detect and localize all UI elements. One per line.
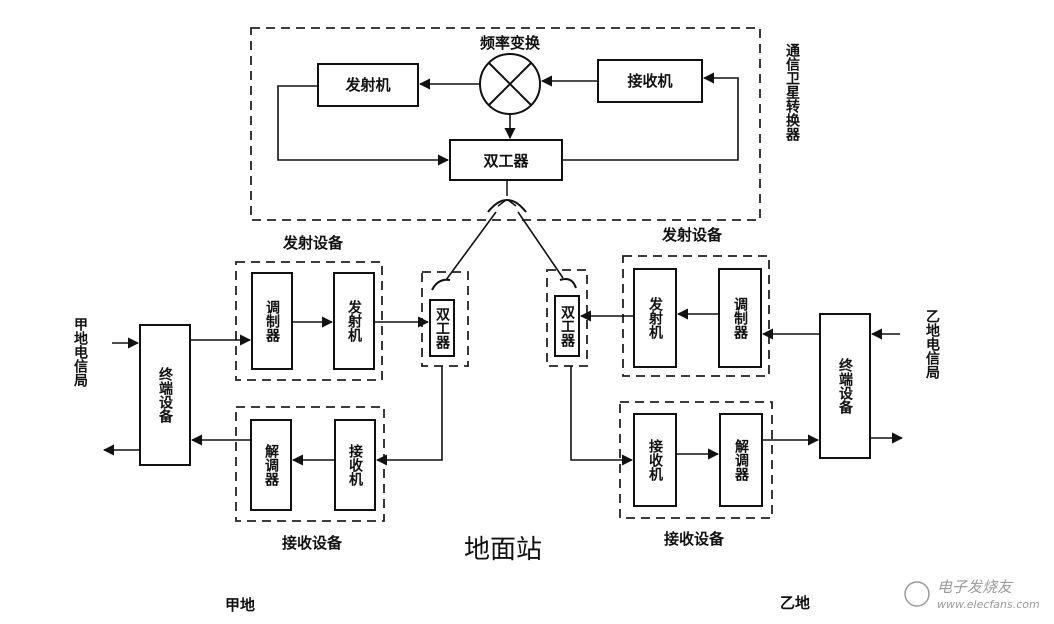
site-a-rx-group-label: 接收设备 bbox=[282, 534, 343, 552]
satellite-duplexer-box bbox=[449, 139, 563, 181]
site-b-duplexer-label: 双工器 bbox=[559, 305, 576, 348]
watermark-text: 电子发烧友 bbox=[937, 578, 1014, 596]
site-b-place-label: 乙地 bbox=[780, 594, 810, 612]
site-a-dish-icon bbox=[431, 278, 451, 291]
satellite-transmitter-box bbox=[317, 63, 419, 107]
site-a-tx-group bbox=[235, 261, 383, 381]
site-a-receiver-box bbox=[334, 419, 376, 511]
site-b-modulator-box bbox=[718, 268, 762, 368]
link-b bbox=[517, 211, 564, 279]
site-a-demodulator-label: 解调器 bbox=[263, 443, 280, 487]
site-a-duplexer-label: 双工器 bbox=[434, 307, 451, 350]
site-a-terminal-box bbox=[139, 324, 191, 466]
site-b-transmitter-box bbox=[633, 268, 677, 368]
site-a-office-label: 甲地电信局 bbox=[72, 317, 88, 388]
site-b-terminal-label: 终端设备 bbox=[837, 357, 854, 414]
site-a-transmitter-label: 发射机 bbox=[346, 299, 363, 343]
site-a-duplexer-box bbox=[429, 299, 455, 357]
watermark-logo-icon bbox=[904, 581, 930, 607]
site-b-demodulator-box bbox=[719, 413, 763, 507]
satellite-transponder-box bbox=[250, 27, 761, 221]
watermark: 电子发烧友 www.elecfans.com bbox=[904, 578, 1040, 611]
satellite-transmitter-label: 发射机 bbox=[344, 76, 390, 94]
site-a-modulator-box bbox=[251, 272, 293, 370]
satellite-receiver-box bbox=[597, 59, 703, 103]
wire-duplexer-to-rx-a bbox=[375, 366, 443, 466]
site-b-terminal-box bbox=[819, 313, 871, 459]
site-b-receiver-box bbox=[633, 413, 677, 507]
site-a-place-label: 甲地 bbox=[225, 596, 255, 614]
site-a-transmitter-box bbox=[333, 272, 375, 370]
wire-duplexer-to-rx bbox=[562, 72, 739, 161]
watermark-url: www.elecfans.com bbox=[937, 598, 1040, 611]
link-a bbox=[445, 211, 497, 281]
site-a-terminal-label: 终端设备 bbox=[157, 366, 174, 423]
ground-station-label: 地面站 bbox=[464, 535, 542, 565]
satellite-title: 通信卫星转换器 bbox=[784, 43, 801, 142]
satellite-antenna-icon bbox=[487, 180, 527, 213]
site-a-receiver-label: 接收机 bbox=[347, 443, 363, 487]
site-b-receiver-label: 接收机 bbox=[647, 438, 663, 482]
wire-tx-to-duplexer bbox=[277, 85, 450, 166]
site-a-demodulator-box bbox=[250, 419, 292, 511]
site-b-rx-group-label: 接收设备 bbox=[664, 530, 725, 548]
site-a-modulator-label: 调制器 bbox=[264, 300, 281, 343]
site-b-rx-group bbox=[619, 401, 773, 519]
site-b-demodulator-label: 解调器 bbox=[733, 438, 750, 482]
site-b-tx-group-label: 发射设备 bbox=[661, 226, 723, 244]
site-a-tx-group-label: 发射设备 bbox=[282, 234, 344, 252]
satellite-title-vertical: 通信卫星转换器 bbox=[784, 43, 801, 142]
site-b-dish-icon bbox=[559, 278, 577, 289]
freq-conversion-label: 频率变换 bbox=[480, 34, 541, 52]
site-b-modulator-label: 调制器 bbox=[732, 297, 749, 340]
mixer-symbol bbox=[479, 53, 541, 115]
site-b-office-label: 乙地电信局 bbox=[924, 309, 940, 380]
wire-duplexer-to-rx-b bbox=[570, 366, 634, 466]
site-b-transmitter-label: 发射机 bbox=[647, 296, 664, 340]
site-b-duplexer-group bbox=[546, 269, 588, 367]
satellite-duplexer-label: 双工器 bbox=[483, 152, 529, 170]
site-a-rx-group bbox=[235, 406, 385, 522]
site-b-duplexer-box bbox=[554, 295, 580, 357]
satellite-receiver-label: 接收机 bbox=[627, 72, 672, 90]
